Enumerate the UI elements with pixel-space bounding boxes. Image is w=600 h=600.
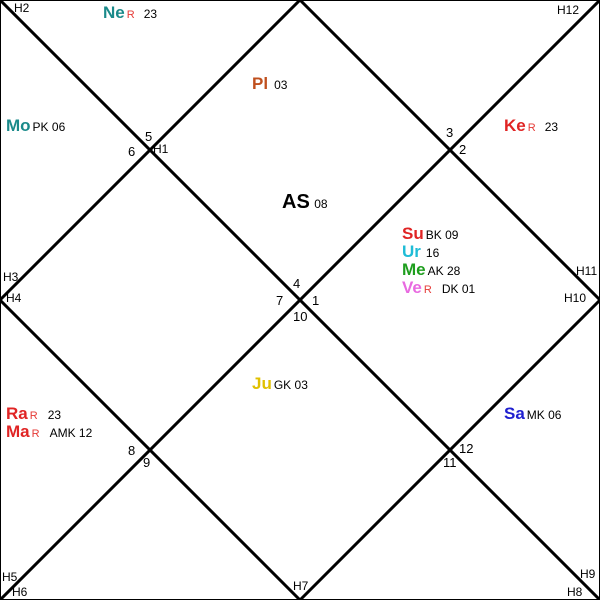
sign-number-1: 1: [312, 293, 320, 308]
planet-abbr: Mo: [6, 116, 31, 135]
planet-info: 03: [274, 78, 288, 92]
diamond-bottom-right: [298, 298, 600, 600]
retrograde-marker: R: [527, 122, 536, 134]
house-label-h7: H7: [293, 579, 309, 593]
ascendant-degree: 08: [314, 197, 328, 211]
planet-info: 23: [544, 120, 559, 134]
planet-abbr: Ve: [402, 278, 422, 297]
planet-abbr: Me: [402, 260, 426, 279]
sign-number-3: 3: [446, 125, 454, 140]
planet-jupiter: Ju GK 03: [252, 375, 308, 392]
planet-info: BK 09: [425, 228, 459, 242]
house-label-h6: H6: [12, 585, 28, 599]
planet-info: 23: [47, 408, 62, 422]
retrograde-marker: R: [423, 284, 432, 296]
sign-number-10: 10: [293, 309, 308, 324]
sign-number-6: 6: [128, 144, 136, 159]
planet-moon: Mo PK 06: [6, 117, 65, 134]
sign-number-2: 2: [459, 142, 467, 157]
house-label-h3: H3: [3, 270, 19, 284]
house-label-h1: H1: [153, 142, 169, 156]
planet-ketu: Ke R 23: [504, 117, 558, 134]
planet-info: DK 01: [441, 282, 476, 296]
ascendant: AS 08: [282, 192, 328, 212]
diamond-top-left: [0, 0, 302, 302]
sign-number-11: 11: [443, 455, 457, 470]
planet-info: AK 28: [427, 264, 461, 278]
planet-abbr: Sa: [504, 404, 525, 423]
house-label-h4: H4: [6, 291, 22, 305]
house-label-h8: H8: [567, 585, 583, 599]
planet-abbr: Pl: [252, 74, 269, 93]
house-label-h10: H10: [564, 291, 587, 305]
diamond-bottom-left: [0, 298, 302, 600]
retrograde-marker: R: [31, 428, 40, 440]
planet-abbr: Ne: [103, 3, 125, 22]
planet-abbr: Ra: [6, 404, 28, 423]
sign-number-8: 8: [128, 443, 136, 458]
sign-number-4: 4: [293, 276, 301, 291]
planet-info: GK 03: [273, 378, 308, 392]
house-label-h12: H12: [557, 3, 580, 17]
planet-info: PK 06: [32, 120, 66, 134]
planet-rahu: Ra R 23: [6, 405, 61, 422]
planet-abbr: Ur: [402, 242, 421, 261]
sign-number-5: 5: [145, 129, 153, 144]
sign-number-9: 9: [143, 455, 151, 470]
sign-number-12: 12: [459, 441, 474, 456]
planet-uranus: Ur 16: [402, 243, 439, 260]
diamond-top-right: [298, 0, 600, 302]
house-label-h5: H5: [2, 570, 18, 584]
house-label-h2: H2: [14, 1, 30, 15]
planet-abbr: Ma: [6, 422, 30, 441]
planet-sun: Su BK 09: [402, 225, 458, 242]
planet-saturn: Sa MK 06: [504, 405, 561, 422]
planet-info: 16: [425, 246, 440, 260]
planet-info: MK 06: [526, 408, 562, 422]
planet-info: 23: [143, 7, 158, 21]
ascendant-label: AS: [282, 191, 310, 213]
planet-mercury: Me AK 28: [402, 261, 460, 278]
sign-number-7: 7: [276, 293, 284, 308]
planet-mars: Ma R AMK 12: [6, 423, 92, 440]
house-label-h9: H9: [580, 567, 596, 581]
planet-neptune: Ne R 23: [103, 4, 157, 21]
house-label-h11: H11: [576, 264, 598, 278]
planet-pluto: Pl 03: [252, 75, 287, 92]
retrograde-marker: R: [126, 9, 135, 21]
planet-abbr: Ju: [252, 374, 272, 393]
planet-abbr: Su: [402, 224, 424, 243]
planet-abbr: Ke: [504, 116, 526, 135]
retrograde-marker: R: [29, 410, 38, 422]
planet-info: AMK 12: [49, 426, 93, 440]
planet-venus: Ve R DK 01: [402, 279, 475, 296]
